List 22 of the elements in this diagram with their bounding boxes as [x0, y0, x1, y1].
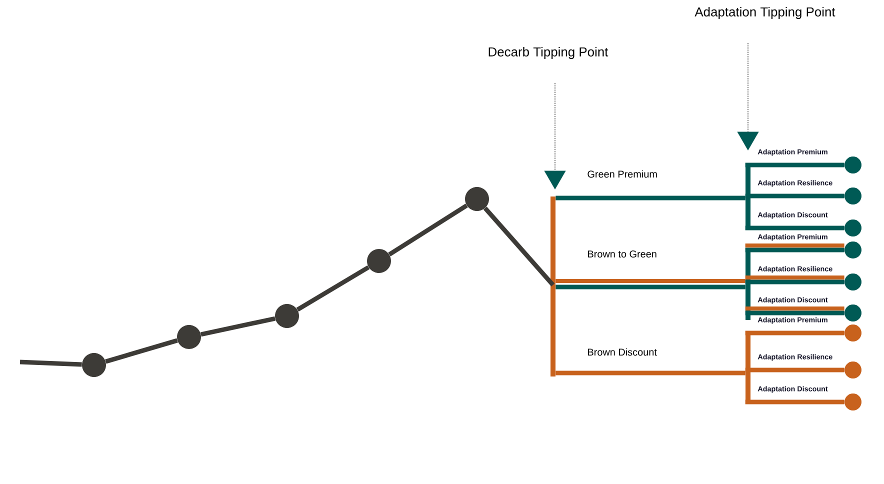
- line-dot: [177, 325, 201, 349]
- heading-text: Decarb Tipping Point: [488, 46, 608, 60]
- end-dot: [844, 304, 862, 322]
- end-dot: [844, 156, 862, 174]
- tipping-point-marker: [737, 132, 759, 150]
- line-dot: [82, 353, 106, 377]
- end-dot: [844, 274, 862, 290]
- line-dot: [275, 304, 299, 328]
- end-dot: [844, 362, 862, 378]
- edge-label: Brown Discount: [588, 348, 657, 356]
- edge-label: Brown to Green: [588, 250, 656, 258]
- line-dot: [367, 249, 391, 273]
- branch-bar: [550, 196, 556, 376]
- tipping-point-marker: [544, 170, 566, 190]
- end-dot: [844, 324, 862, 342]
- edge-label: Green Premium: [588, 170, 657, 178]
- line-dot: [465, 187, 489, 211]
- end-dot: [844, 220, 862, 236]
- end-dot: [844, 394, 862, 410]
- heading-text: Adaptation Tipping Point: [694, 6, 836, 20]
- end-dot: [844, 242, 862, 258]
- end-dot: [844, 188, 862, 204]
